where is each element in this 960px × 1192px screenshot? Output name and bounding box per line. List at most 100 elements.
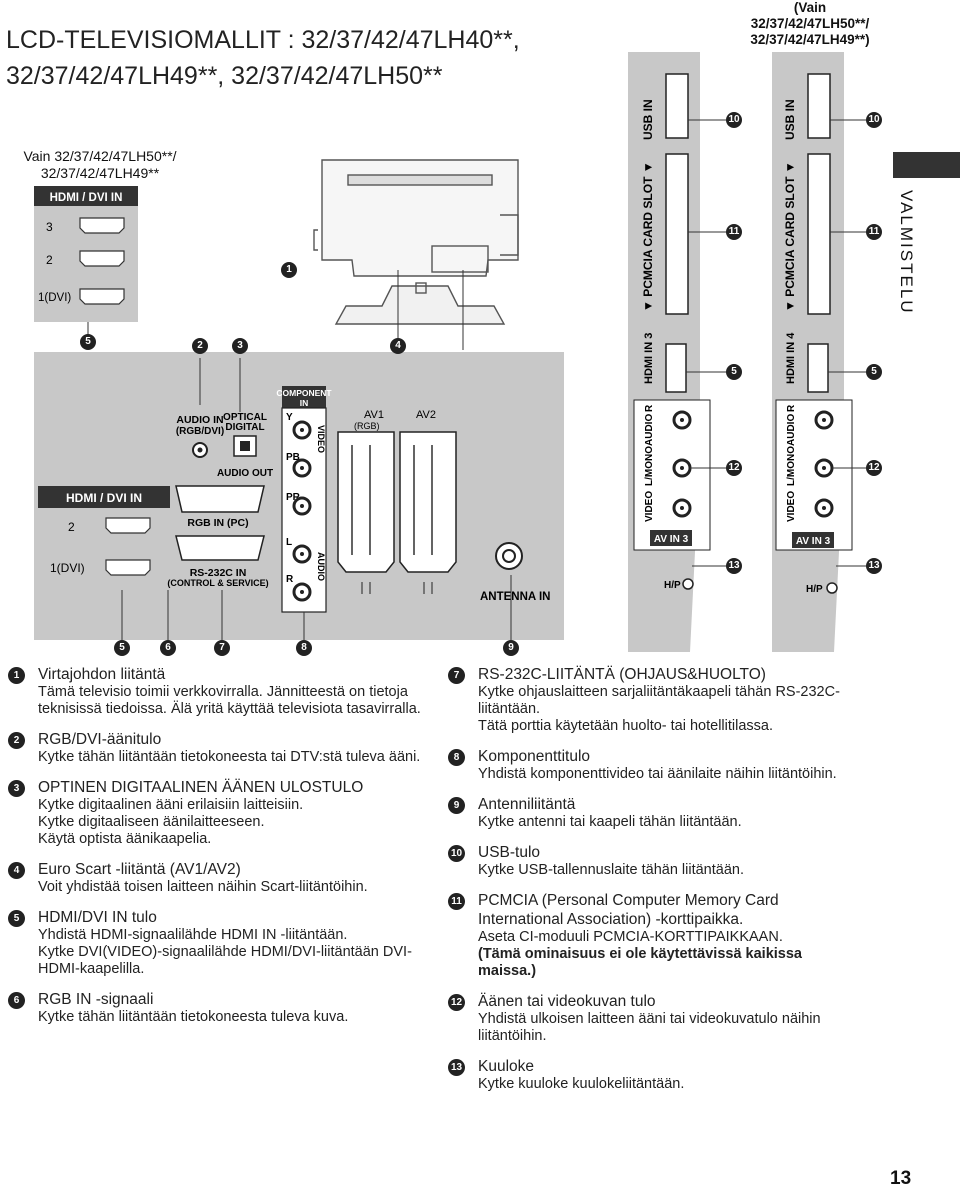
av-in3-label-left: AV IN 3 (654, 534, 689, 545)
model-note-left-2: 32/37/42/47LH49** (40, 165, 160, 181)
model-note-left: Vain 32/37/42/47LH50**/ 32/37/42/47LH49*… (10, 148, 190, 182)
audio-in-sub-label: (RGB/DVI) (176, 426, 224, 437)
callout-1: 1 (281, 262, 297, 278)
rgb-in-port (175, 485, 265, 513)
item-title: Kuuloke (478, 1058, 535, 1075)
item-title: Antenniliitäntä (478, 796, 576, 813)
hp-label-right: H/P (806, 584, 823, 595)
callout-11-left: 11 (726, 224, 742, 240)
side-audio-label-right: AUDIO (786, 414, 797, 446)
usb-in-label-left: USB IN (641, 99, 655, 140)
scart-ports: AV1 (RGB) AV2 (337, 409, 457, 594)
callout-12-left: 12 (726, 460, 742, 476)
description-item: 7 RS-232C-LIITÄNTÄ (OHJAUS&HUOLTO)Kytke o… (448, 665, 848, 735)
side-r-label-right: R (786, 404, 797, 412)
pcmcia-label-right: ▼ PCMCIA CARD SLOT ▼ (783, 161, 797, 312)
av2-label: AV2 (416, 409, 436, 421)
item-number-badge: 2 (8, 732, 25, 749)
item-description: Kytke digitaaliseen äänilaitteeseen. (38, 814, 265, 830)
hdmi-port-icon (79, 250, 125, 267)
rgb-in-label: RGB IN (PC) (187, 517, 248, 529)
item-title: Äänen tai videokuvan tulo (478, 993, 656, 1010)
audio-in-label: AUDIO IN (176, 414, 223, 426)
antenna-port (495, 542, 523, 570)
model-note-left-1: Vain 32/37/42/47LH50**/ (23, 148, 177, 164)
side-lmono-label-right: L/MONO (786, 446, 797, 486)
y-label: Y (286, 412, 293, 423)
component-in-label: IN (300, 398, 309, 408)
component-label: COMPONENT (276, 388, 332, 398)
callout-7: 7 (214, 640, 230, 656)
callout-3: 3 (232, 338, 248, 354)
hdmi-2-label-bottom: 2 (68, 520, 75, 534)
item-description: Kytke tähän liitäntään tietokoneesta tul… (38, 1009, 349, 1025)
av-in3-label-right: AV IN 3 (796, 536, 831, 547)
title-line-2: 32/37/42/47LH49**, 32/37/42/47LH50** (6, 62, 443, 90)
item-description: Yhdistä komponenttivideo tai äänilaite n… (478, 766, 837, 782)
side-lmono-label-left: L/MONO (644, 446, 655, 486)
callout-13-left: 13 (726, 558, 742, 574)
model-note-top-1: (Vain (793, 0, 827, 15)
callout-5-side-right: 5 (866, 364, 882, 380)
item-number-badge: 4 (8, 862, 25, 879)
hdmi-dvi-in-label-bottom: HDMI / DVI IN (66, 491, 142, 505)
hdmi-1dvi-label-top: 1(DVI) (38, 292, 71, 304)
tv-back-outline (313, 159, 519, 325)
model-note-top-2: 32/37/42/47LH50**/ (750, 16, 870, 31)
pcmcia-label-left: ▼ PCMCIA CARD SLOT ▼ (641, 161, 655, 312)
descriptions-right: 7 RS-232C-LIITÄNTÄ (OHJAUS&HUOLTO)Kytke o… (448, 665, 848, 1105)
item-title: Virtajohdon liitäntä (38, 666, 166, 683)
item-description: Kytke USB-tallennuslaite tähän liitäntää… (478, 862, 744, 878)
r-label: R (286, 574, 294, 585)
item-description: Aseta CI-moduuli PCMCIA-KORTTIPAIKKAAN. (478, 929, 783, 945)
hp-label-left: H/P (664, 580, 681, 591)
hdmi-port-icon (79, 288, 125, 305)
page-title: LCD-TELEVISIOMALLIT : 32/37/42/47LH40**,… (6, 22, 566, 94)
item-title: USB-tulo (478, 844, 541, 861)
item-number-badge: 7 (448, 667, 465, 684)
page-number: 13 (890, 1168, 912, 1189)
item-description: Kytke tähän liitäntään tietokoneesta tai… (38, 749, 421, 765)
hdmi-port-icon (105, 517, 151, 534)
item-number-badge: 11 (448, 893, 465, 910)
callout-2: 2 (192, 338, 208, 354)
item-title: RGB/DVI-äänitulo (38, 731, 162, 748)
item-title: RS-232C-LIITÄNTÄ (OHJAUS&HUOLTO) (478, 666, 766, 683)
item-description: Kytke DVI(VIDEO)-signaalilähde HDMI/DVI-… (38, 944, 412, 977)
callout-11-right: 11 (866, 224, 882, 240)
connection-diagram: HDMI / DVI IN 3 2 1(DVI) HDMI / DVI IN 2… (34, 52, 866, 652)
callout-8: 8 (296, 640, 312, 656)
hdmi-port-icon (105, 559, 151, 576)
item-description: Kytke antenni tai kaapeli tähän liitäntä… (478, 814, 742, 830)
av1-label: AV1 (364, 409, 384, 421)
item-number-badge: 12 (448, 994, 465, 1011)
title-line-1: LCD-TELEVISIOMALLIT : 32/37/42/47LH40**, (6, 26, 520, 54)
model-note-top-3: 32/37/42/47LH49**) (750, 32, 870, 47)
callout-5-bottom: 5 (114, 640, 130, 656)
audio-out-label: AUDIO OUT (217, 468, 273, 479)
hdmi-port-icon (79, 217, 125, 234)
model-note-top: (Vain 32/37/42/47LH50**/ 32/37/42/47LH49… (706, 0, 914, 48)
item-number-badge: 13 (448, 1059, 465, 1076)
item-description: Voit yhdistää toisen laitteen näihin Sca… (38, 879, 368, 895)
audio-label: AUDIO (316, 552, 326, 581)
l-label: L (286, 537, 292, 548)
item-number-badge: 5 (8, 910, 25, 927)
pr-label: PR (286, 492, 301, 503)
item-title: RGB IN -signaali (38, 991, 154, 1008)
item-number-badge: 8 (448, 749, 465, 766)
item-description: Kytke ohjauslaitteen sarjaliitäntäkaapel… (478, 684, 840, 717)
item-title: Komponenttitulo (478, 748, 591, 765)
item-number-badge: 1 (8, 667, 25, 684)
hdmi-1dvi-label-bottom: 1(DVI) (50, 561, 85, 575)
item-number-badge: 9 (448, 797, 465, 814)
